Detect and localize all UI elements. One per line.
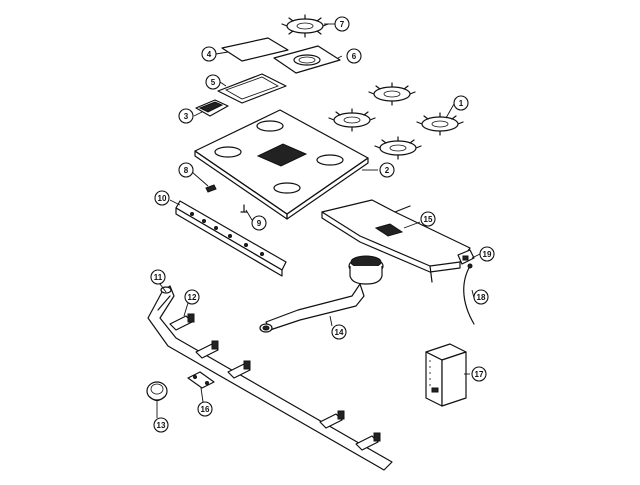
burner-grate-top xyxy=(281,14,329,38)
bracket-small xyxy=(195,99,229,117)
callout-13: 13 xyxy=(153,417,169,433)
callout-10: 10 xyxy=(154,190,170,206)
callout-18: 18 xyxy=(473,289,489,305)
gasket-frame xyxy=(217,73,287,104)
mounting-plate xyxy=(187,371,215,389)
burner-valve-2 xyxy=(195,340,219,359)
callout-12: 12 xyxy=(184,289,200,305)
manifold-panel xyxy=(175,200,287,277)
callout-label: 3 xyxy=(184,112,189,121)
callout-5: 5 xyxy=(205,74,221,90)
oven-burner xyxy=(259,255,384,333)
ignitor-bracket xyxy=(457,249,475,265)
callout-label: 8 xyxy=(184,166,189,175)
callout-label: 16 xyxy=(201,405,210,414)
callout-8: 8 xyxy=(178,162,194,178)
callout-label: 7 xyxy=(340,20,345,29)
callout-label: 14 xyxy=(335,328,344,337)
callout-label: 17 xyxy=(475,370,484,379)
callout-label: 5 xyxy=(211,78,216,87)
callout-7: 7 xyxy=(334,16,350,32)
leader-lines xyxy=(156,23,481,418)
control-knob xyxy=(146,381,168,402)
callout-16: 16 xyxy=(197,401,213,417)
burner-valve-4 xyxy=(319,410,345,429)
callout-19: 19 xyxy=(479,246,495,262)
ignitor-wire xyxy=(463,263,475,325)
callout-label: 11 xyxy=(154,273,163,282)
callout-label: 1 xyxy=(459,99,464,108)
callout-9: 9 xyxy=(251,215,267,231)
callout-14: 14 xyxy=(331,324,347,340)
callout-label: 18 xyxy=(477,293,486,302)
callout-label: 19 xyxy=(483,250,492,259)
burner-grate-cluster xyxy=(328,82,464,160)
callout-11: 11 xyxy=(150,269,166,285)
burner-valve-3 xyxy=(227,360,251,379)
burner-cover-plate xyxy=(273,45,341,74)
cooktop-main-top xyxy=(194,109,369,220)
callout-label: 10 xyxy=(158,194,167,203)
callout-label: 12 xyxy=(188,293,197,302)
callout-2: 2 xyxy=(379,162,395,178)
cover-plate xyxy=(221,37,289,62)
callout-17: 17 xyxy=(471,366,487,382)
screw-9 xyxy=(240,204,248,213)
callout-label: 4 xyxy=(207,50,212,59)
callout-4: 4 xyxy=(201,46,217,62)
callout-label: 6 xyxy=(352,52,357,61)
callout-label: 15 xyxy=(424,215,433,224)
callout-label: 2 xyxy=(385,166,390,175)
screw-8 xyxy=(205,184,217,193)
callout-15: 15 xyxy=(420,211,436,227)
burner-valve-5 xyxy=(355,432,381,451)
spark-module xyxy=(425,343,467,407)
burner-valve-1 xyxy=(169,313,195,331)
callout-label: 9 xyxy=(257,219,262,228)
callout-3: 3 xyxy=(178,108,194,124)
callout-label: 13 xyxy=(157,421,166,430)
burner-support-bracket xyxy=(321,199,471,283)
callout-1: 1 xyxy=(453,95,469,111)
callout-6: 6 xyxy=(346,48,362,64)
